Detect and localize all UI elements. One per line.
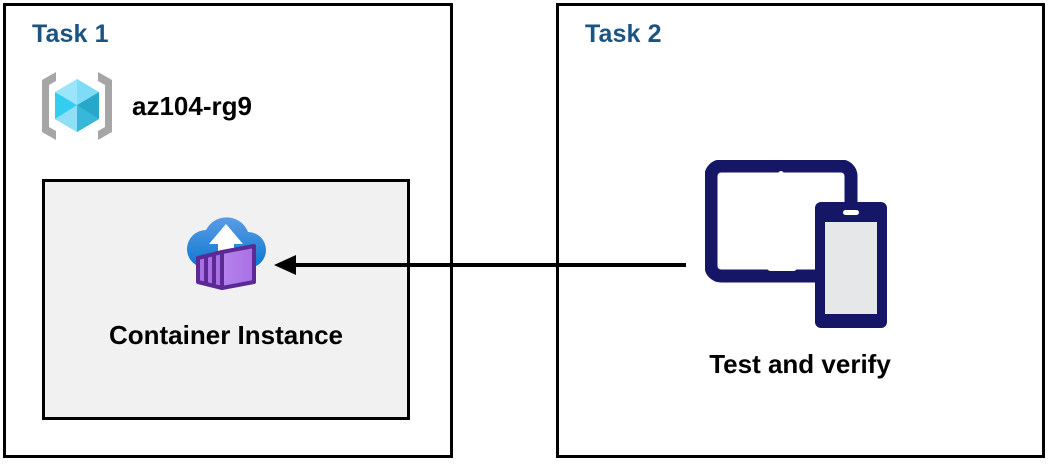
task-1-title: Task 1 [32, 20, 109, 48]
test-and-verify-block: Test and verify [660, 159, 940, 380]
resource-group-row: az104-rg9 [36, 66, 252, 146]
test-and-verify-label: Test and verify [709, 349, 891, 379]
resource-group-icon [36, 66, 118, 146]
container-instance-icon [178, 206, 274, 294]
container-instance-label: Container Instance [108, 320, 344, 350]
task-2-title: Task 2 [585, 20, 662, 48]
container-instance-box: Container Instance [42, 179, 410, 420]
devices-icon [704, 159, 895, 335]
resource-group-label: az104-rg9 [132, 90, 252, 121]
task-panel-1: Task 1 [3, 3, 453, 458]
